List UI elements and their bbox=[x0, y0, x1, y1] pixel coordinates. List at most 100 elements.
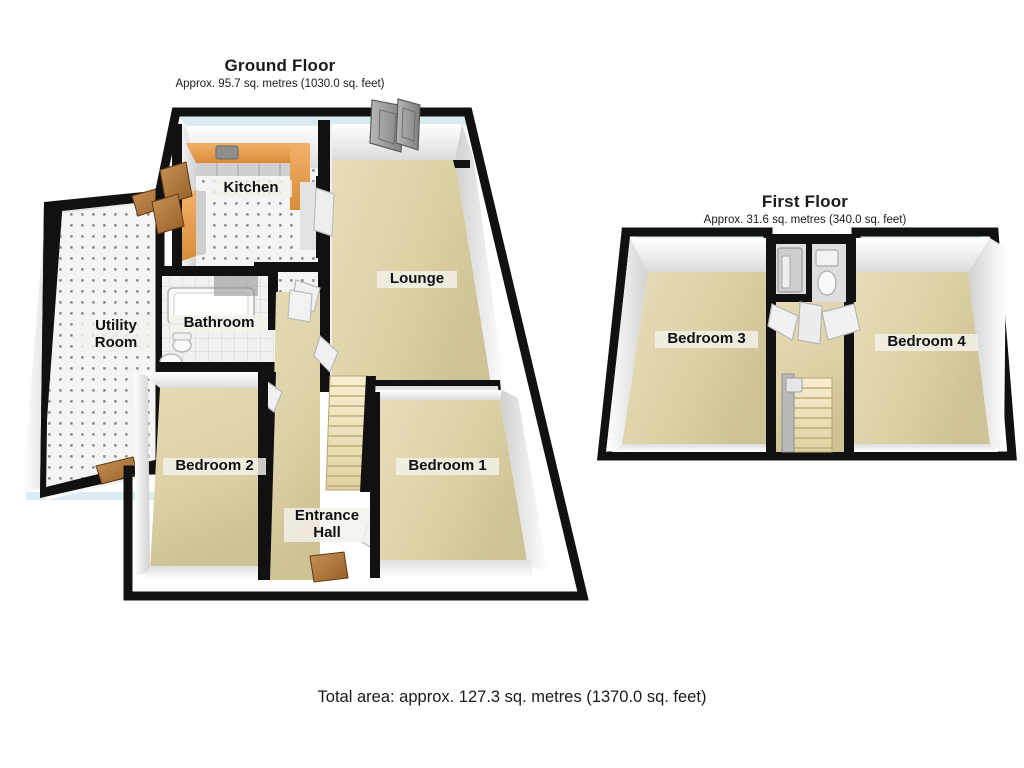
first-floor-title: First Floor bbox=[761, 192, 849, 211]
room-label-bedroom-1: Bedroom 1 bbox=[396, 457, 499, 475]
banister bbox=[781, 373, 795, 453]
bedroom-1-bottom-wall bbox=[376, 560, 534, 578]
toilet bbox=[172, 337, 192, 353]
room-label-entrance-hall: Entrance Hall bbox=[284, 507, 370, 542]
kitchen-cabinets-left bbox=[196, 190, 206, 256]
lounge-bottom-divider bbox=[330, 380, 501, 392]
kitchen-top-wall bbox=[186, 126, 318, 168]
kitchen-cabinets-top bbox=[196, 163, 300, 176]
bedroom-2-right-wall bbox=[258, 372, 268, 580]
bedroom-1-left-wall bbox=[370, 392, 380, 578]
room-label-bedroom-3: Bedroom 3 bbox=[655, 330, 758, 348]
utility-left-wall bbox=[22, 205, 62, 492]
lounge-shell bbox=[318, 120, 505, 398]
utility-bottom-wall bbox=[42, 460, 160, 500]
toilet-cistern bbox=[172, 332, 192, 341]
shower-room-bottom-wall bbox=[766, 294, 812, 302]
ff-back-glass-left bbox=[636, 236, 768, 244]
bathroom-back-wall bbox=[214, 272, 258, 296]
bedroom-4-floor bbox=[852, 272, 990, 444]
front-door[interactable] bbox=[309, 551, 349, 583]
bedroom-3-top-wall bbox=[630, 238, 772, 272]
bedroom-1-floor bbox=[380, 400, 528, 566]
bedroom-2-left-wall bbox=[134, 372, 150, 576]
ground-floor-title: Ground Floor bbox=[224, 56, 336, 75]
room-label-bedroom-4: Bedroom 4 bbox=[875, 333, 978, 351]
utility-left-outline bbox=[40, 202, 50, 498]
room-label-lounge: Lounge bbox=[377, 270, 457, 288]
kitchen-radiator bbox=[313, 187, 335, 237]
french-door-right[interactable] bbox=[395, 98, 421, 151]
kitchen-sink bbox=[215, 145, 239, 160]
bedroom-2-top-wall bbox=[140, 372, 268, 388]
kitchen-counter-right bbox=[290, 143, 310, 210]
utility-top-door[interactable] bbox=[131, 185, 173, 217]
bathroom-top-wall bbox=[158, 266, 278, 276]
newel-post bbox=[785, 377, 803, 393]
utility-bottom-glass-tint bbox=[26, 492, 160, 500]
kitchen-left-wall bbox=[176, 126, 196, 272]
kitchen-counter-left bbox=[179, 190, 196, 262]
lounge-left-wall bbox=[322, 124, 332, 390]
lounge-top-wall bbox=[322, 124, 462, 160]
shower-room-door[interactable] bbox=[797, 301, 823, 345]
utility-bottom-door[interactable] bbox=[95, 456, 139, 485]
kitchen-hall-opening bbox=[300, 182, 322, 250]
staircase bbox=[325, 375, 376, 492]
bedroom-3-floor bbox=[622, 272, 772, 444]
shower-room-right-wall bbox=[846, 234, 856, 302]
bedroom-2-door[interactable] bbox=[255, 377, 283, 413]
shower-room-floor bbox=[770, 238, 852, 302]
shower-screen bbox=[781, 255, 791, 289]
bedroom-2-floor bbox=[150, 388, 264, 572]
top-wall-glass-tint bbox=[176, 112, 478, 126]
bedroom-1-shell bbox=[370, 390, 548, 578]
bedroom-4-door[interactable] bbox=[821, 303, 861, 341]
shower-cubicle bbox=[777, 247, 803, 293]
bedroom-3-left-wall bbox=[606, 238, 648, 452]
french-doors[interactable] bbox=[369, 98, 421, 153]
bedroom-1-top-wall bbox=[376, 390, 502, 400]
french-door-left-panel bbox=[378, 109, 397, 145]
wc-cistern bbox=[815, 249, 839, 267]
kitchen-bottom-outline bbox=[172, 282, 262, 292]
staircase-down bbox=[781, 373, 833, 453]
kitchen-counter-top bbox=[186, 143, 300, 163]
kitchen-door-upper[interactable] bbox=[159, 161, 193, 205]
bedroom-1-right-wall bbox=[500, 390, 548, 572]
lounge-left-wall-outline bbox=[318, 120, 330, 392]
ff-back-glass-right bbox=[856, 236, 982, 244]
wc-toilet bbox=[817, 270, 837, 296]
shower-wc-divider bbox=[806, 244, 812, 296]
total-area-text: Total area: approx. 127.3 sq. metres (13… bbox=[317, 688, 707, 706]
lounge-door[interactable] bbox=[291, 279, 321, 313]
kitchen-door-lower[interactable] bbox=[151, 193, 185, 235]
staircase-treads bbox=[326, 385, 367, 487]
room-label-bedroom-2: Bedroom 2 bbox=[163, 457, 266, 475]
kitchen-bottom-right-outline bbox=[254, 262, 322, 296]
lounge-right-alcove bbox=[453, 160, 470, 168]
bedroom-4-bottom-wall bbox=[848, 444, 998, 452]
landing-floor bbox=[776, 300, 844, 452]
lounge-door-lower[interactable] bbox=[313, 334, 339, 374]
bedroom-2-shell bbox=[134, 372, 268, 580]
bedroom-2-bottom-wall bbox=[144, 566, 268, 580]
shower-room-left-wall bbox=[766, 234, 776, 302]
staircase-body bbox=[325, 375, 369, 491]
french-door-left[interactable] bbox=[369, 99, 405, 153]
landing-shell bbox=[766, 234, 861, 453]
bedroom-3-right-wall bbox=[766, 238, 776, 452]
utility-top-wall bbox=[46, 193, 160, 213]
kitchen-left-outline bbox=[172, 124, 182, 290]
ground-floor-subtitle: Approx. 95.7 sq. metres (1030.0 sq. feet… bbox=[175, 78, 385, 90]
bedroom-3-door[interactable] bbox=[767, 303, 799, 341]
shower-room-top-wall bbox=[766, 234, 856, 244]
kitchen-shell bbox=[151, 124, 324, 296]
bedroom-4-top-wall bbox=[852, 238, 990, 272]
staircase-down-treads bbox=[792, 387, 832, 449]
staircase-down-body bbox=[791, 377, 833, 453]
bedroom-3-bottom-wall bbox=[612, 444, 772, 452]
hall-left-wall bbox=[262, 372, 276, 580]
